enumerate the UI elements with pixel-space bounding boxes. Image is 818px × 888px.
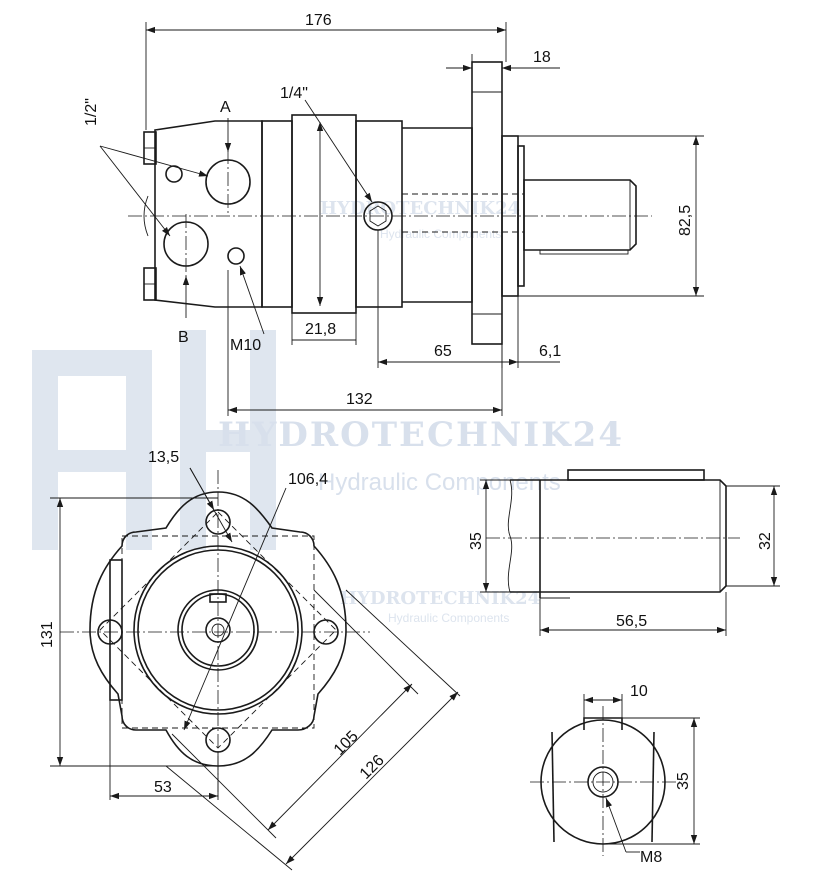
dim-bolt-circle: 106,4 [288,471,328,488]
dim-end-thread: M8 [640,849,662,866]
front-view: 13,5 106,4 131 53 105 126 [39,449,461,871]
shaft-break-line [507,479,513,593]
dim-shaft-length: 56,5 [616,613,647,630]
shaft-view: 35 32 56,5 [468,469,780,636]
dim-flange-square: 105 [331,728,362,759]
front-side-block [109,559,123,701]
drain-port-hex [369,205,387,227]
shaft [523,179,637,251]
dim-key-width: 10 [630,683,648,700]
watermark: HYDROTECHNIK24 Hydraulic Components HYDR… [32,198,624,625]
dim-pilot-diameter: 82,5 [677,205,694,236]
dim-port-size-main: 1/2" [83,98,100,126]
port-a-label: A [220,99,231,116]
dim-shaft-length-side: 65 [434,343,452,360]
end-view: 10 35 M8 [530,683,700,866]
dim-end-diameter: 35 [675,772,692,790]
port-cover [154,120,263,308]
body-section-1 [261,120,293,308]
watermark-logo-icon [32,330,276,550]
dim-front-offset: 53 [154,779,172,796]
shaft-body [510,479,727,593]
shaft-key [567,469,705,481]
dim-pilot: 6,1 [539,343,561,360]
cover-hole-bottom [227,247,245,265]
dim-shaft-diameter-a: 35 [468,532,485,550]
watermark-tagline-small-2: Hydraulic Components [388,611,509,625]
watermark-brand: HYDROTECHNIK24 [218,415,624,455]
dim-ring-width: 21,8 [305,321,336,338]
dim-port-size-drain: 1/4" [280,85,308,102]
watermark-tagline: Hydraulic Components [318,469,561,496]
dim-bolt-hole: 13,5 [148,449,179,466]
dim-shaft-diameter-b: 32 [757,532,774,550]
watermark-tagline-small-1: Hydraulic Components [380,227,501,241]
dim-body-length: 132 [346,391,373,408]
dim-thread-mount: M10 [230,337,261,354]
dim-front-height: 131 [39,621,56,648]
side-view: 176 18 1/2" A B 1/4" M10 21,8 65 6 [83,12,704,416]
body-section-2 [355,120,403,308]
port-b-label: B [178,329,189,346]
dim-flange-thickness: 18 [533,49,551,66]
cover-hole-top [165,165,183,183]
watermark-brand-small-2: HYDROTECHNIK24 [340,588,540,609]
dim-total-length: 176 [305,12,332,29]
dim-flange-diagonal: 126 [357,752,388,783]
